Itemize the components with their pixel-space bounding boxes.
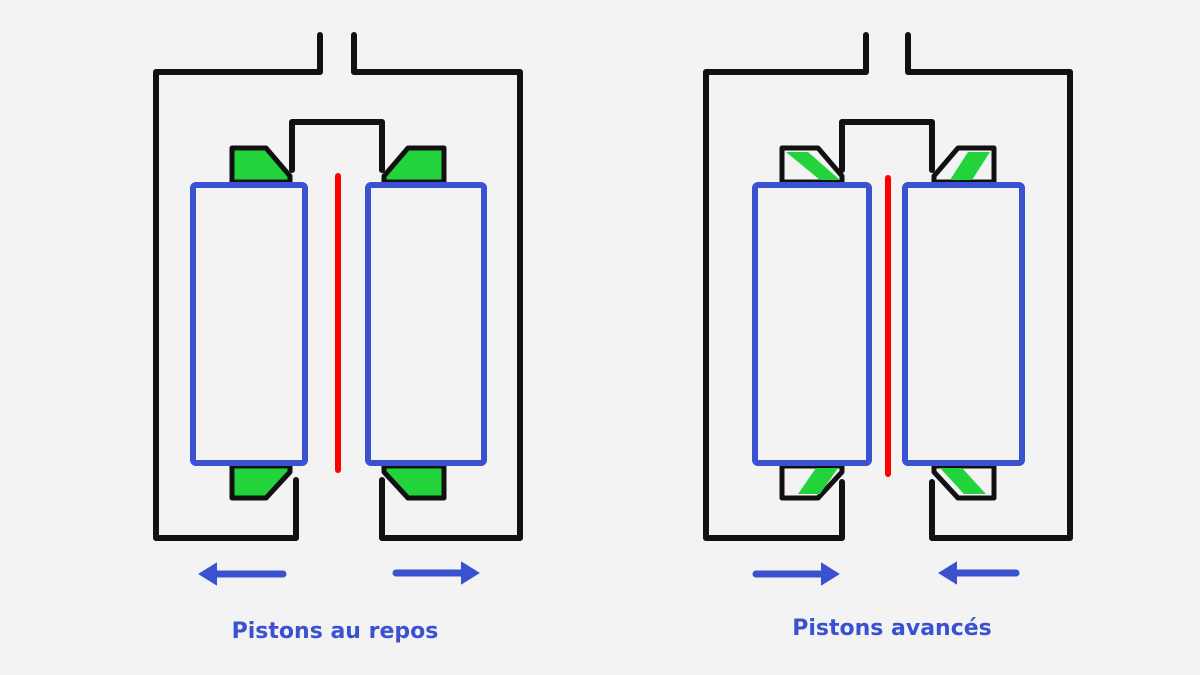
- seal-top-left-fill: [786, 152, 840, 180]
- caliper-bridge: [839, 119, 935, 173]
- caliper-bridge: [289, 119, 385, 173]
- caption-advanced: Pistons avancés: [792, 616, 992, 641]
- seal-bottom-right-fill: [940, 468, 986, 494]
- caption-rest: Pistons au repos: [232, 619, 439, 644]
- panel-rest: Pistons au repos: [153, 32, 523, 644]
- panel-advanced: Pistons avancés: [703, 32, 1073, 641]
- caliper-body-right: [905, 32, 1073, 541]
- piston-right: [365, 182, 487, 466]
- seal-top-right-fill: [950, 152, 990, 180]
- piston-left: [752, 182, 872, 466]
- arrow-right: [752, 562, 840, 586]
- seal-bottom-left-fill: [798, 468, 838, 494]
- arrow-left: [198, 562, 287, 586]
- caliper-body-right: [351, 32, 523, 541]
- piston-left: [190, 182, 308, 466]
- arrow-right: [392, 561, 480, 585]
- caliper-body-left: [703, 32, 869, 541]
- arrow-left: [938, 561, 1020, 585]
- caliper-body-left: [153, 32, 323, 541]
- piston-right: [902, 182, 1025, 466]
